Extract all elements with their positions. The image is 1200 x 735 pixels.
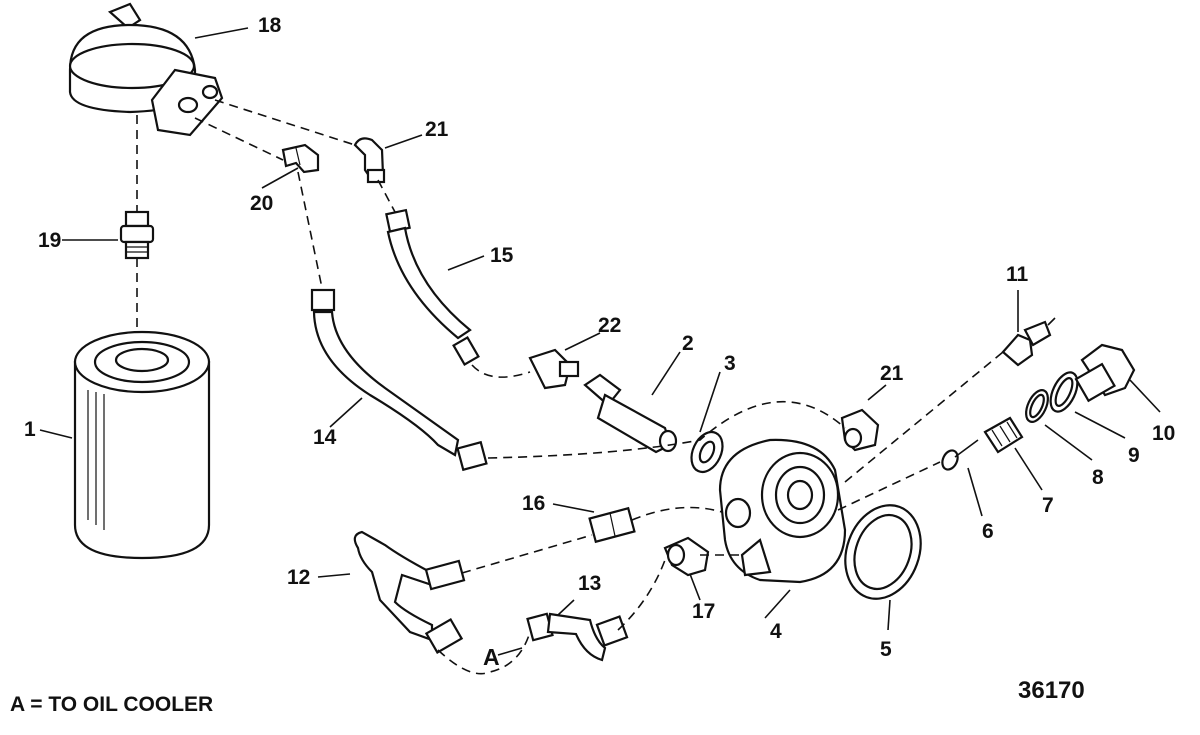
label-part-4: 4: [770, 620, 782, 643]
elbow-fitting-21-upper: [353, 137, 386, 184]
gasket-5: [844, 504, 922, 600]
elbow-fitting-17: [663, 536, 710, 577]
sensor-11: [1001, 317, 1056, 367]
hose-14: [310, 288, 488, 472]
oil-filter: [73, 330, 211, 560]
o-ring-9: [1049, 371, 1079, 413]
oil-cooler-tube-12: [353, 530, 466, 655]
label-part-14: 14: [313, 426, 337, 449]
adapter-fitting: [119, 210, 155, 260]
label-part-5: 5: [880, 638, 892, 661]
oil-cooler-tube-13: [526, 612, 629, 662]
elbow-fitting-21-right: [840, 408, 880, 452]
label-part-21-right: 21: [880, 362, 904, 385]
label-part-1: 1: [24, 418, 36, 441]
label-part-13: 13: [578, 572, 601, 595]
label-part-3: 3: [724, 352, 736, 375]
label-part-20: 20: [250, 192, 273, 215]
label-part-8: 8: [1092, 466, 1104, 489]
hose-15: [385, 208, 480, 367]
label-part-12: 12: [287, 566, 310, 589]
sealing-washer-3: [690, 430, 724, 474]
label-part-19: 19: [38, 229, 61, 252]
fitting-2: [583, 373, 678, 454]
fitting-16: [588, 506, 636, 544]
elbow-fitting-20: [281, 143, 320, 174]
label-marker-a: A: [483, 644, 500, 670]
label-part-9: 9: [1128, 444, 1140, 467]
label-part-16: 16: [522, 492, 545, 515]
spring-7: [983, 416, 1024, 454]
label-part-21-upper: 21: [425, 118, 449, 141]
label-part-2: 2: [682, 332, 694, 355]
plug-10: [1074, 343, 1136, 403]
elbow-fitting-22: [528, 348, 580, 390]
relief-valve: [941, 439, 979, 471]
filter-adapter-housing: [718, 438, 847, 584]
label-part-22: 22: [598, 314, 621, 337]
label-part-11: 11: [1006, 263, 1029, 286]
label-part-10: 10: [1152, 422, 1175, 445]
label-part-15: 15: [490, 244, 514, 267]
filter-mount-bracket: [68, 2, 224, 137]
label-part-6: 6: [982, 520, 994, 543]
label-part-7: 7: [1042, 494, 1054, 517]
o-ring-8: [1025, 389, 1049, 423]
label-part-18: 18: [258, 14, 282, 37]
label-part-17: 17: [692, 600, 715, 623]
legend-note: A = TO OIL COOLER: [10, 693, 214, 716]
figure-number: 36170: [1018, 677, 1085, 704]
